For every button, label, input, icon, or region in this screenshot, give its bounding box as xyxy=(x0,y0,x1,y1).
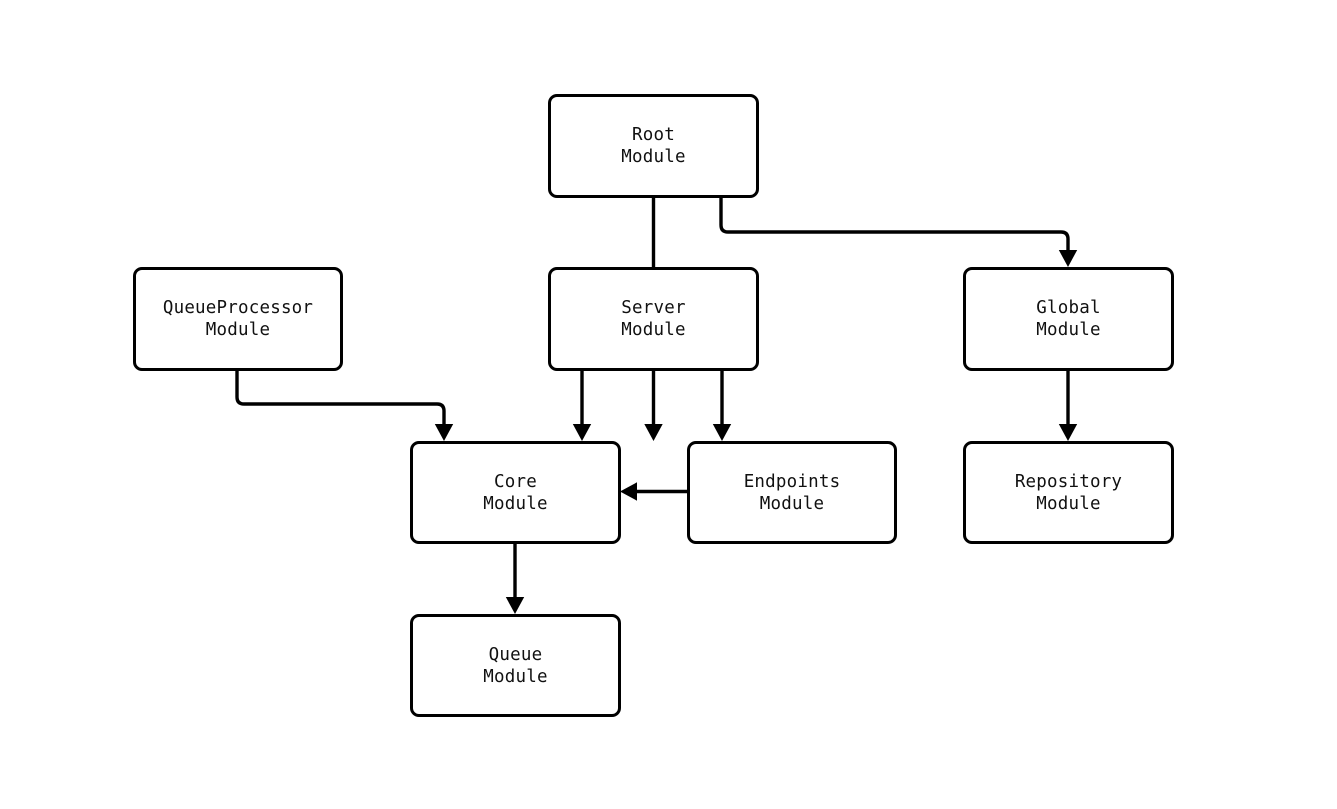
node-label-root-module: Root Module xyxy=(621,125,686,167)
edge-global-repository xyxy=(1058,371,1078,441)
node-global-module[interactable]: Global Module xyxy=(963,267,1174,371)
node-label-server-module: Server Module xyxy=(621,298,686,340)
edge-core-queue xyxy=(505,544,525,614)
node-label-queue-module: Queue Module xyxy=(483,644,548,687)
edge-endpoints-core xyxy=(620,482,687,501)
node-root-module[interactable]: Root Module xyxy=(548,94,759,198)
node-queue-module[interactable]: Queue Module xyxy=(410,614,621,717)
edge-server-endpoints xyxy=(712,371,732,441)
node-core-module[interactable]: Core Module xyxy=(410,441,621,544)
node-label-queueprocessor-module: QueueProcessor Module xyxy=(162,298,314,340)
node-endpoints-module[interactable]: Endpoints Module xyxy=(687,441,897,544)
edge-root-global xyxy=(719,198,1078,267)
node-label-global-module: Global Module xyxy=(1036,298,1101,340)
node-repository-module[interactable]: Repository Module xyxy=(963,441,1174,544)
node-server-module[interactable]: Server Module xyxy=(548,267,759,371)
node-label-core-module: Core Module xyxy=(483,471,548,514)
edge-queueprocessor-core xyxy=(235,371,454,441)
node-label-endpoints-module: Endpoints Module xyxy=(743,471,841,514)
node-label-repository-module: Repository Module xyxy=(1014,471,1123,514)
node-queueprocessor-module[interactable]: QueueProcessor Module xyxy=(133,267,343,371)
edge-server-core xyxy=(572,371,592,441)
